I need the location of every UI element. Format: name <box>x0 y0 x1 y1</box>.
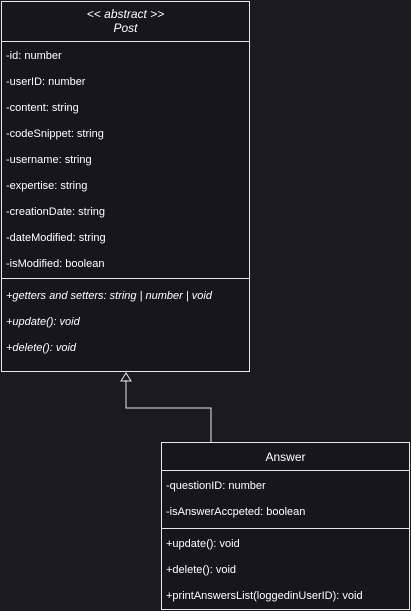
answer-class-header: Answer <box>162 443 409 471</box>
post-class-header: << abstract >> Post <box>2 2 249 42</box>
post-attribute[interactable]: -username: string <box>6 154 92 166</box>
post-class-name: Post <box>113 21 138 35</box>
answer-operation[interactable]: +delete(): void <box>166 564 237 576</box>
post-operation[interactable]: +delete(): void <box>6 342 77 354</box>
post-class-box[interactable]: << abstract >> Post -id: number -userID:… <box>1 1 250 372</box>
answer-operation[interactable]: +update(): void <box>166 538 240 550</box>
post-attribute[interactable]: -id: number <box>6 50 62 62</box>
post-attributes-section: -id: number -userID: number -content: st… <box>2 42 249 279</box>
post-attribute[interactable]: -content: string <box>6 102 79 114</box>
answer-attribute[interactable]: -isAnswerAccpeted: boolean <box>166 506 306 518</box>
post-operation[interactable]: +update(): void <box>6 316 80 328</box>
post-attribute[interactable]: -expertise: string <box>6 180 88 192</box>
post-operations-section: +getters and setters: string | number | … <box>2 279 249 361</box>
answer-class-box[interactable]: Answer -questionID: number -isAnswerAccp… <box>161 442 410 610</box>
generalization-line <box>125 380 212 442</box>
post-attribute[interactable]: -dateModified: string <box>6 232 106 244</box>
post-attribute[interactable]: -isModified: boolean <box>6 258 105 270</box>
post-operation[interactable]: +getters and setters: string | number | … <box>6 290 212 302</box>
answer-operations-section: +update(): void +delete(): void +printAn… <box>162 529 409 609</box>
answer-attribute[interactable]: -questionID: number <box>166 480 266 492</box>
answer-attributes-section: -questionID: number -isAnswerAccpeted: b… <box>162 471 409 529</box>
post-attribute[interactable]: -creationDate: string <box>6 206 106 218</box>
post-stereotype: << abstract >> <box>86 7 165 21</box>
answer-operation[interactable]: +printAnswersList(loggedinUserID): void <box>166 590 363 602</box>
post-attribute[interactable]: -userID: number <box>6 76 86 88</box>
post-attribute[interactable]: -codeSnippet: string <box>6 128 104 140</box>
answer-class-name: Answer <box>265 450 306 464</box>
generalization-arrowhead <box>120 372 132 382</box>
